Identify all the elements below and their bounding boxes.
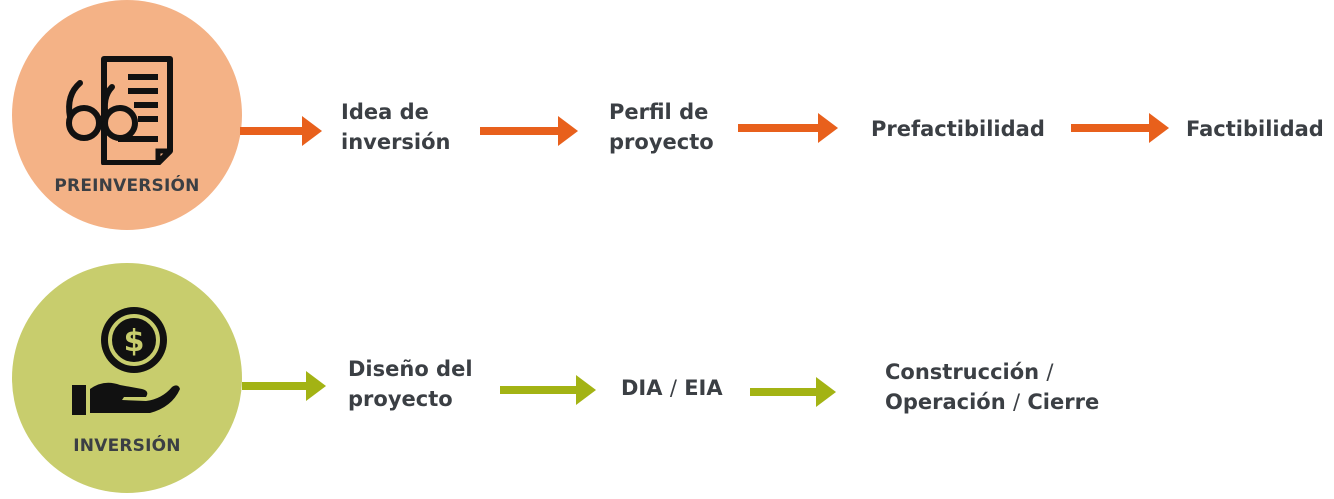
step-diseno-del-proyecto: Diseño del proyecto xyxy=(348,354,473,414)
separator-slash: / xyxy=(1013,390,1021,414)
arrow-green xyxy=(750,377,836,407)
step-perfil-de-proyecto: Perfil de proyecto xyxy=(609,97,714,157)
step-line: Perfil de xyxy=(609,100,709,124)
arrow-orange xyxy=(1071,113,1169,143)
step-line: inversión xyxy=(341,130,451,154)
separator-slash: / xyxy=(669,376,677,400)
document-glasses-icon xyxy=(66,56,173,165)
inversion-stage-circle: $ INVERSIÓN xyxy=(12,263,242,493)
arrow-green xyxy=(500,375,596,405)
step-line: Idea de xyxy=(341,100,429,124)
step-construccion-operacion-cierre: Construcción / Operación / Cierre xyxy=(885,357,1099,417)
step-line: Prefactibilidad xyxy=(871,117,1045,141)
separator-slash: / xyxy=(1046,360,1054,384)
hand-dollar-coin-icon: $ xyxy=(72,307,180,415)
preinversion-stage-circle: PREINVERSIÓN xyxy=(12,0,242,230)
arrow-orange xyxy=(738,113,838,143)
step-part-operacion: Operación xyxy=(885,390,1006,414)
arrow-green xyxy=(242,371,326,401)
step-line: Diseño del xyxy=(348,357,473,381)
arrow-orange xyxy=(480,116,578,146)
step-idea-de-inversion: Idea de inversión xyxy=(341,97,451,157)
step-line: Factibilidad xyxy=(1186,117,1324,141)
arrow-orange xyxy=(240,116,322,146)
step-part-cierre: Cierre xyxy=(1027,390,1100,414)
stage-label-inversion: INVERSIÓN xyxy=(73,436,181,456)
step-factibilidad: Factibilidad xyxy=(1186,114,1324,144)
stage-label-preinversion: PREINVERSIÓN xyxy=(54,176,200,196)
step-part-eia: EIA xyxy=(684,376,723,400)
step-part-construccion: Construcción xyxy=(885,360,1040,384)
step-part-dia: DIA xyxy=(621,376,663,400)
step-dia-eia: DIA / EIA xyxy=(621,373,723,403)
step-line: proyecto xyxy=(609,130,714,154)
step-prefactibilidad: Prefactibilidad xyxy=(871,114,1045,144)
svg-text:$: $ xyxy=(124,324,145,359)
step-line: proyecto xyxy=(348,387,453,411)
